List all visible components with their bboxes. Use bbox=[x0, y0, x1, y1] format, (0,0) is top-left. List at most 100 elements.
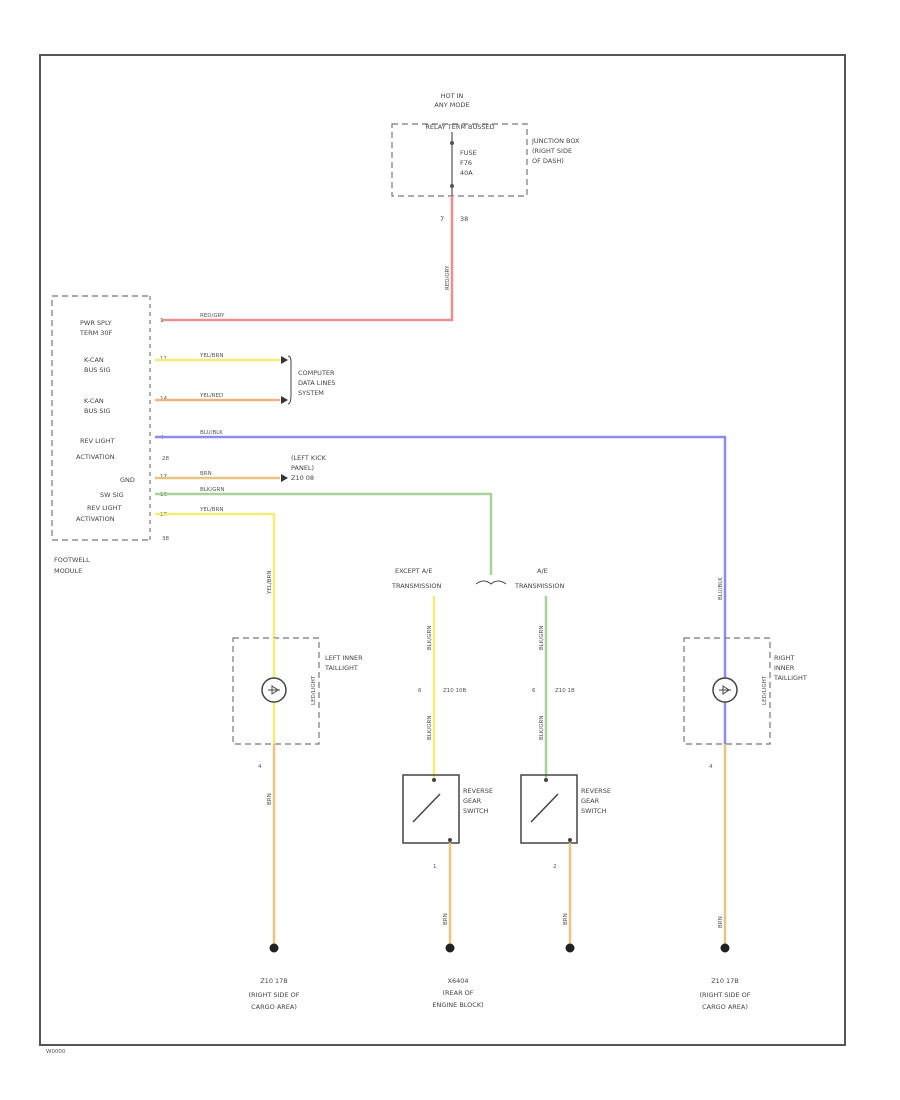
switch-right-conn: Z10 1B bbox=[555, 688, 575, 694]
relay-label: RELAY TERM BUSSED bbox=[425, 123, 494, 131]
ae-label-2: TRANSMISSION bbox=[514, 582, 564, 590]
pin7-label-2: ACTIVATION bbox=[76, 515, 115, 523]
left-taillight-name-2: TAILLIGHT bbox=[324, 664, 358, 672]
fuse-label: FUSE bbox=[460, 149, 477, 157]
wire-label-yellow: YEL/BRN bbox=[199, 507, 223, 513]
diagram-frame bbox=[39, 54, 846, 1046]
reverse-switch-left: REVERSE GEAR SWITCH 1 bbox=[402, 774, 493, 870]
right-taillight-name-3: TAILLIGHT bbox=[773, 674, 807, 682]
ground-engine-label-1: X6404 bbox=[448, 977, 469, 985]
wire-label-kcan-1: YEL/BRN bbox=[199, 353, 223, 359]
connector-a-label: 28 bbox=[162, 456, 169, 462]
arrow-kcan-1 bbox=[281, 356, 288, 364]
wire-rev-light-yellow bbox=[155, 512, 276, 638]
supply-line-2: ANY MODE bbox=[434, 101, 469, 109]
wire-label-switch-left-mid: BLK/GRN bbox=[427, 716, 433, 741]
junction-box-outline bbox=[391, 123, 528, 197]
switch-left-terminal-top bbox=[432, 778, 436, 782]
reverse-switch-right: REVERSE GEAR SWITCH 2 bbox=[520, 774, 611, 870]
left-taillight: LED/LIGHT LEFT INNER TAILLIGHT 4 bbox=[232, 637, 363, 770]
junction-box: HOT IN ANY MODE RELAY TERM BUSSED FUSE F… bbox=[391, 92, 580, 223]
switch-right-terminal-top bbox=[544, 778, 548, 782]
pin3-label-2: BUS SIG bbox=[84, 407, 111, 415]
except-ae-label-1: EXCEPT A/E bbox=[395, 567, 432, 575]
junction-box-name-1: JUNCTION BOX bbox=[531, 137, 580, 145]
pin2-label-2: BUS SIG bbox=[84, 366, 111, 374]
switch-left-name-1: REVERSE bbox=[463, 787, 493, 795]
footwell-module: PWR SPLY TERM 30F 1 K-CAN BUS SIG 11 K-C… bbox=[51, 295, 169, 575]
pin5-label: GND bbox=[120, 476, 135, 484]
wire-supply-red bbox=[162, 196, 454, 322]
fuse-node-bottom bbox=[450, 184, 454, 188]
ground-right-label-1: Z10 17B bbox=[711, 977, 739, 985]
computer-label-2: DATA LINES bbox=[298, 379, 335, 387]
left-taillight-name-1: LEFT INNER bbox=[325, 654, 363, 662]
fuse-rating: 40A bbox=[460, 169, 473, 177]
pin3-label-1: K-CAN bbox=[84, 397, 104, 405]
switch-left-conn: Z10 10B bbox=[443, 688, 467, 694]
switch-left-pin-top: 6 bbox=[418, 688, 422, 694]
computer-label-1: COMPUTER bbox=[298, 369, 335, 377]
junction-box-name-2: (RIGHT SIDE bbox=[532, 147, 572, 155]
wire-label-supply-vertical: RED/GRY bbox=[445, 265, 451, 290]
junction-pin-right: 38 bbox=[460, 215, 468, 223]
wire-label-right-ground: BRN bbox=[718, 916, 724, 928]
wire-label-switch-left-ground: BRN bbox=[443, 913, 449, 925]
right-taillight-name-2: INNER bbox=[774, 664, 795, 672]
left-taillight-type: LED/LIGHT bbox=[311, 675, 317, 705]
pin4-label-1: REV LIGHT bbox=[80, 437, 115, 445]
wire-label-green: BLK/GRN bbox=[200, 487, 225, 493]
kick-panel-label-1: (LEFT KICK bbox=[291, 454, 327, 462]
wire-label-switch-right-ground: BRN bbox=[563, 913, 569, 925]
right-taillight-pin: 4 bbox=[709, 764, 713, 770]
wire-label-kcan-2: YEL/RED bbox=[199, 393, 223, 399]
kick-panel-label-2: PANEL) bbox=[291, 464, 314, 472]
except-ae-label-2: TRANSMISSION bbox=[391, 582, 441, 590]
left-taillight-outline bbox=[232, 637, 320, 745]
computer-label-3: SYSTEM bbox=[298, 389, 324, 397]
wire-sw-sig-green bbox=[155, 492, 493, 575]
switch-right-name-3: SWITCH bbox=[581, 807, 607, 815]
supply-line-1: HOT IN bbox=[441, 92, 464, 100]
wire-label-switch-right-top: BLK/GRN bbox=[539, 626, 545, 651]
split-symbol bbox=[475, 580, 507, 585]
ground-point-left bbox=[269, 943, 279, 953]
right-taillight-name-1: RIGHT bbox=[774, 654, 794, 662]
switch-right-name-1: REVERSE bbox=[581, 787, 611, 795]
wire-label-yellow-vertical: YEL/BRN bbox=[267, 571, 273, 595]
fuse-node-top bbox=[450, 141, 454, 145]
junction-pin-left: 7 bbox=[440, 215, 444, 223]
ground-right-label-3: CARGO AREA) bbox=[702, 1003, 748, 1011]
wire-label-switch-right-mid: BLK/GRN bbox=[539, 716, 545, 741]
ground-left-label-3: CARGO AREA) bbox=[251, 1003, 297, 1011]
ground-right-label-2: (RIGHT SIDE OF bbox=[699, 991, 750, 999]
switch-left-contact bbox=[412, 793, 441, 823]
wire-label-blue-vertical: BLU/BLK bbox=[718, 577, 724, 600]
switch-right-terminal-bottom bbox=[568, 838, 572, 842]
switch-left-name-2: GEAR bbox=[463, 797, 482, 805]
ground-left-label-2: (RIGHT SIDE OF bbox=[248, 991, 299, 999]
arrow-kcan-2 bbox=[281, 396, 288, 404]
switch-left-name-3: SWITCH bbox=[463, 807, 489, 815]
wire-rev-light-blue bbox=[155, 435, 727, 638]
ground-engine-label-3: ENGINE BLOCK) bbox=[432, 1001, 483, 1009]
wire-label-supply: RED/GRY bbox=[200, 313, 225, 319]
arrow-gnd bbox=[281, 474, 288, 482]
connector-b-label: 38 bbox=[162, 536, 169, 542]
ground-point-engine-2 bbox=[565, 943, 575, 953]
diagram-id: W0000 bbox=[46, 1049, 66, 1055]
switch-left-pin-bottom: 1 bbox=[433, 864, 437, 870]
pin7-label-1: REV LIGHT bbox=[87, 504, 122, 512]
ground-point-right bbox=[720, 943, 730, 953]
ground-left-label-1: Z10 17B bbox=[260, 977, 288, 985]
pin6-label: SW SIG bbox=[100, 491, 124, 499]
switch-right-name-2: GEAR bbox=[581, 797, 600, 805]
pin2-label-1: K-CAN bbox=[84, 356, 104, 364]
ground-engine-label-2: (REAR OF bbox=[442, 989, 473, 997]
switch-right-contact bbox=[530, 793, 559, 823]
pin1-label-2: TERM 30F bbox=[79, 329, 113, 337]
switch-right-pin-bottom: 2 bbox=[553, 864, 557, 870]
switch-left-box bbox=[402, 774, 460, 844]
led-symbol-icon bbox=[722, 685, 730, 695]
